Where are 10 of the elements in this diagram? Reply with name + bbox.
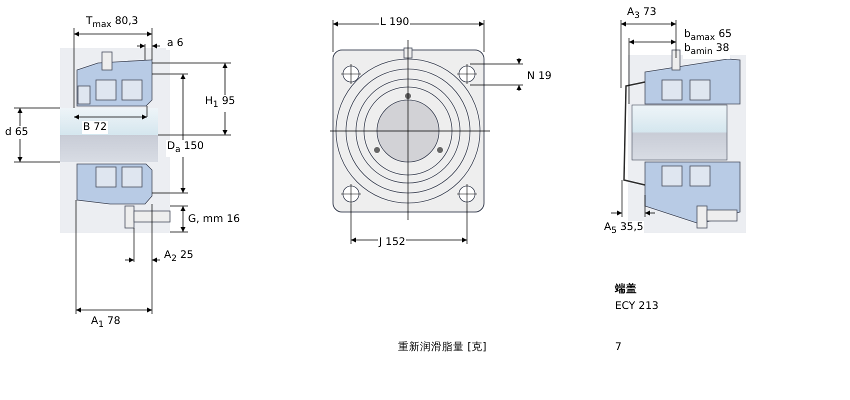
dimension-label: d 65 [4,126,30,139]
dimension-label: G, mm 16 [187,213,241,226]
section-heading: 端盖 [614,283,638,296]
dimension-label: a 6 [166,37,184,50]
dimension-label: H$_{1}$ 95 [204,95,236,112]
dimension-label: D$_{a}$ 150 [166,140,205,158]
dimension-label: B 72 [82,121,108,134]
dimension-label: J 152 [378,236,406,249]
table-text: 重新润滑脂量 [克] [397,341,488,354]
dimension-label: b$_{amin}$ 38 [683,42,730,60]
